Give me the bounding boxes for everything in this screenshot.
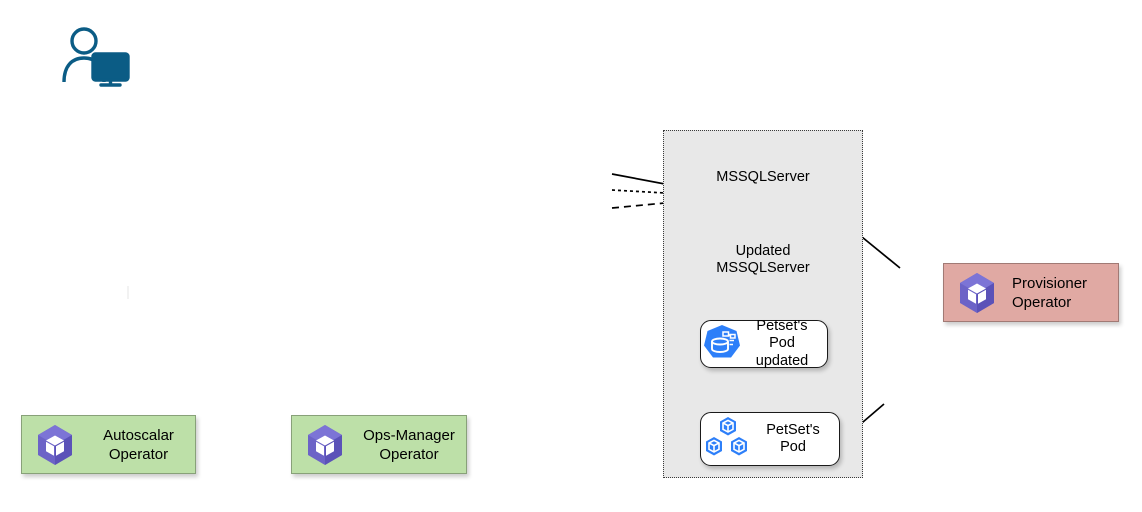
provisioner-operator-box[interactable]: Provisioner Operator	[943, 263, 1119, 322]
autoscalar-operator-label: Autoscalar Operator	[103, 426, 174, 463]
updated-mssqlserver-label: Updated MSSQLServer	[716, 243, 810, 276]
operator-cube-icon	[22, 422, 78, 468]
autoscalar-operator-box[interactable]: Autoscalar Operator	[21, 415, 196, 474]
user-at-computer-icon	[58, 26, 130, 93]
ops-manager-operator-label: Ops-Manager Operator	[363, 426, 455, 463]
operator-cube-icon	[292, 422, 348, 468]
mssqlserver-label: MSSQLServer	[716, 169, 810, 185]
provisioner-operator-label: Provisioner Operator	[1012, 274, 1088, 311]
petsets-pod-updated-node[interactable]: Petset's Pod updated	[700, 317, 828, 369]
petsets-pod-label: PetSet's Pod	[766, 421, 820, 456]
ops-manager-operator-box[interactable]: Ops-Manager Operator	[291, 415, 467, 474]
petsets-pod-updated-label: Petset's Pod updated	[755, 317, 809, 369]
petset-pod-cubes-icon	[701, 415, 753, 463]
operator-cube-icon	[944, 270, 1000, 316]
petset-pod-database-icon	[701, 323, 743, 365]
petsets-pod-node[interactable]: PetSet's Pod	[700, 412, 840, 466]
